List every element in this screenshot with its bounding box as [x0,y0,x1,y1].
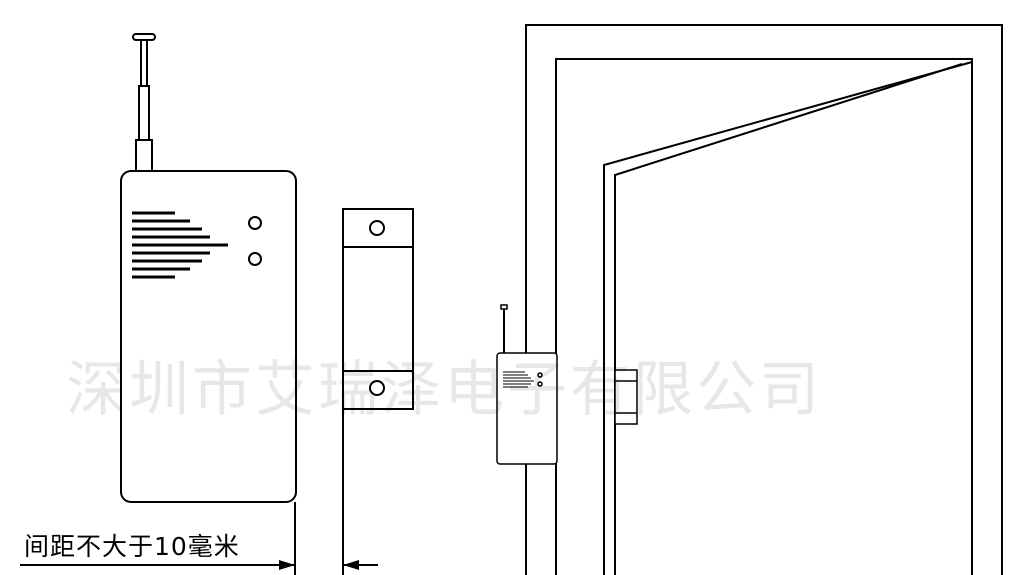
dimension-arrow-icon [279,560,359,570]
gap-dimension [20,409,378,575]
screw-hole-icon [369,380,385,396]
indicator-led-icon [537,372,543,378]
indicator-led-icon [537,381,543,387]
indicator-led-icon [248,216,262,230]
speaker-grille-icon [132,211,228,279]
screw-hole-icon [369,220,385,236]
magnet-block [342,208,414,410]
mounted-transmitter [496,304,558,465]
antenna-icon [500,304,508,354]
door-sensor-transmitter [120,33,297,503]
door-magnet [614,369,638,425]
antenna-icon [132,33,156,173]
indicator-led-icon [248,252,262,266]
door-frame [525,24,1003,575]
gap-dimension-label: 间距不大于10毫米 [24,532,240,561]
open-door [603,61,973,575]
speaker-grille-icon [503,371,534,388]
